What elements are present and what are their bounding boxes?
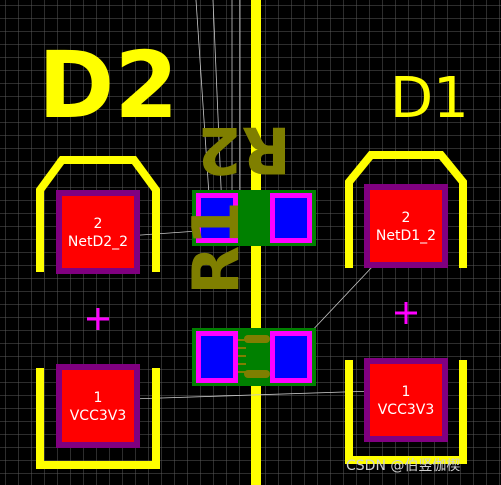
d2-pad-2-number: 2 bbox=[94, 216, 103, 232]
d1-outline-top bbox=[345, 151, 467, 268]
r2-pad-right[interactable] bbox=[275, 198, 307, 238]
r1-pad-left[interactable] bbox=[201, 336, 233, 378]
r1-designator: R1 bbox=[180, 201, 254, 295]
ratsnest-line bbox=[212, 0, 223, 211]
component-r2[interactable]: R2 bbox=[192, 112, 316, 246]
d2-pad-1-copper bbox=[62, 370, 134, 442]
d1-pad-2-net: NetD1_2 bbox=[376, 228, 436, 244]
d2-outline-bottom bbox=[36, 368, 160, 469]
d2-designator: D2 bbox=[38, 32, 178, 139]
d2-polarity-mark bbox=[87, 308, 109, 330]
d1-pad-2-number: 2 bbox=[402, 210, 411, 226]
component-d2[interactable]: D2 2 NetD2_2 1 VCC3V3 bbox=[36, 32, 178, 469]
d1-pad-1-number: 1 bbox=[402, 384, 411, 400]
r1-silk-bar-bottom bbox=[244, 370, 270, 378]
r1-pad-right[interactable] bbox=[275, 336, 307, 378]
d1-pad-1-copper bbox=[370, 364, 442, 436]
ratsnest-line bbox=[195, 0, 211, 211]
r2-pad-left[interactable] bbox=[201, 198, 233, 238]
d1-polarity-mark bbox=[395, 302, 417, 324]
d1-designator: D1 bbox=[390, 66, 469, 131]
d2-pad-1-number: 1 bbox=[94, 390, 103, 406]
ratsnest-line bbox=[99, 389, 406, 401]
d1-pad-2-copper bbox=[370, 190, 442, 262]
csdn-watermark: CSDN @伯竖伽楔 bbox=[346, 458, 460, 474]
d2-pad-2-net: NetD2_2 bbox=[68, 234, 128, 250]
component-r1[interactable]: R1 bbox=[180, 201, 316, 386]
r2-designator: R2 bbox=[197, 112, 291, 186]
d1-outline-bottom bbox=[345, 360, 467, 464]
component-d1[interactable]: D1 2 NetD1_2 1 VCC3V3 bbox=[345, 66, 469, 464]
r1-silk-bar-top bbox=[244, 335, 270, 343]
d2-outline-top bbox=[36, 156, 160, 272]
d1-pad-1-net: VCC3V3 bbox=[378, 402, 435, 418]
d2-pad-1-net: VCC3V3 bbox=[70, 408, 127, 424]
d2-pad-2-copper bbox=[62, 196, 134, 268]
